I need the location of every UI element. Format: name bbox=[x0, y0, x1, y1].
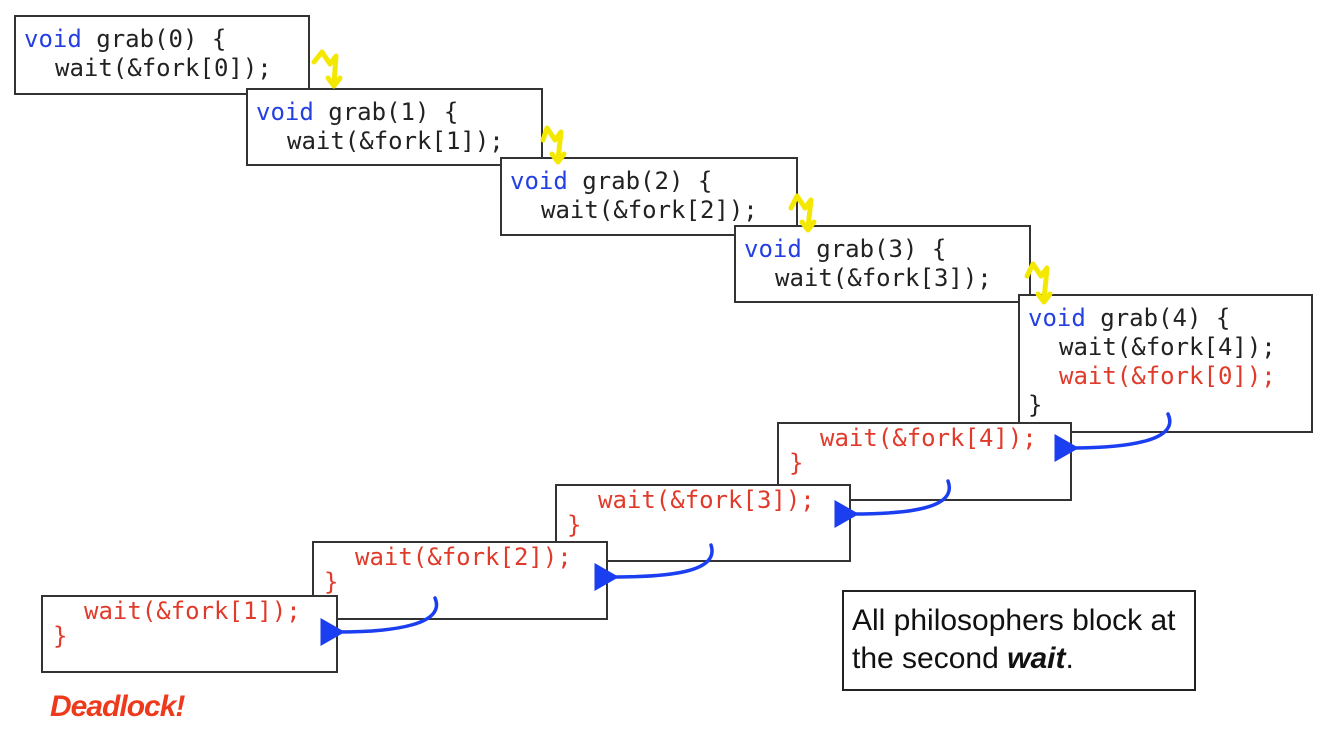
second-wait: wait(&fork[2]); bbox=[355, 543, 572, 571]
grab-1-block: void grab(1) {wait(&fork[1]); bbox=[246, 88, 543, 166]
signature: grab(3) { bbox=[801, 235, 947, 263]
second-wait: wait(&fork[0]); bbox=[1059, 362, 1276, 390]
close-brace: } bbox=[324, 568, 339, 596]
keyword: void bbox=[256, 98, 314, 126]
signature: grab(0) { bbox=[81, 25, 227, 53]
first-wait: wait(&fork[2]); bbox=[541, 196, 758, 224]
signature: grab(4) { bbox=[1085, 304, 1231, 332]
second-wait-block-2: wait(&fork[2]);} bbox=[312, 541, 608, 620]
deadlock-label: Deadlock! bbox=[50, 690, 185, 723]
keyword: void bbox=[744, 235, 802, 263]
keyword: void bbox=[24, 25, 82, 53]
grab-0-block: void grab(0) {wait(&fork[0]); bbox=[14, 15, 310, 95]
second-wait-block-1: wait(&fork[1]);} bbox=[41, 595, 338, 673]
first-wait: wait(&fork[3]); bbox=[775, 264, 992, 292]
grab-3-block: void grab(3) {wait(&fork[3]); bbox=[734, 225, 1031, 303]
close-brace: } bbox=[789, 449, 804, 477]
grab-4-block: void grab(4) {wait(&fork[4]);wait(&fork[… bbox=[1018, 294, 1313, 433]
first-wait: wait(&fork[4]); bbox=[1059, 333, 1276, 361]
note-text: All philosophers block at the second bbox=[852, 604, 1176, 675]
second-wait: wait(&fork[3]); bbox=[598, 486, 815, 514]
note-end: . bbox=[1065, 642, 1074, 675]
close-brace: } bbox=[53, 622, 68, 650]
signature: grab(2) { bbox=[567, 167, 713, 195]
keyword: void bbox=[1028, 304, 1086, 332]
close-brace: } bbox=[567, 511, 582, 539]
first-wait: wait(&fork[1]); bbox=[287, 127, 504, 155]
signature: grab(1) { bbox=[313, 98, 459, 126]
note-emphasis: wait bbox=[1007, 642, 1066, 675]
second-wait-block-4: wait(&fork[4]);} bbox=[777, 422, 1072, 501]
grab-2-block: void grab(2) {wait(&fork[2]); bbox=[500, 157, 798, 236]
keyword: void bbox=[510, 167, 568, 195]
second-wait: wait(&fork[1]); bbox=[84, 597, 301, 625]
first-wait: wait(&fork[0]); bbox=[55, 54, 272, 82]
note-box: All philosophers block at the second wai… bbox=[842, 590, 1196, 691]
close-brace: } bbox=[1028, 391, 1043, 419]
lightning-bolt-icon bbox=[311, 49, 343, 89]
second-wait: wait(&fork[4]); bbox=[820, 424, 1037, 452]
